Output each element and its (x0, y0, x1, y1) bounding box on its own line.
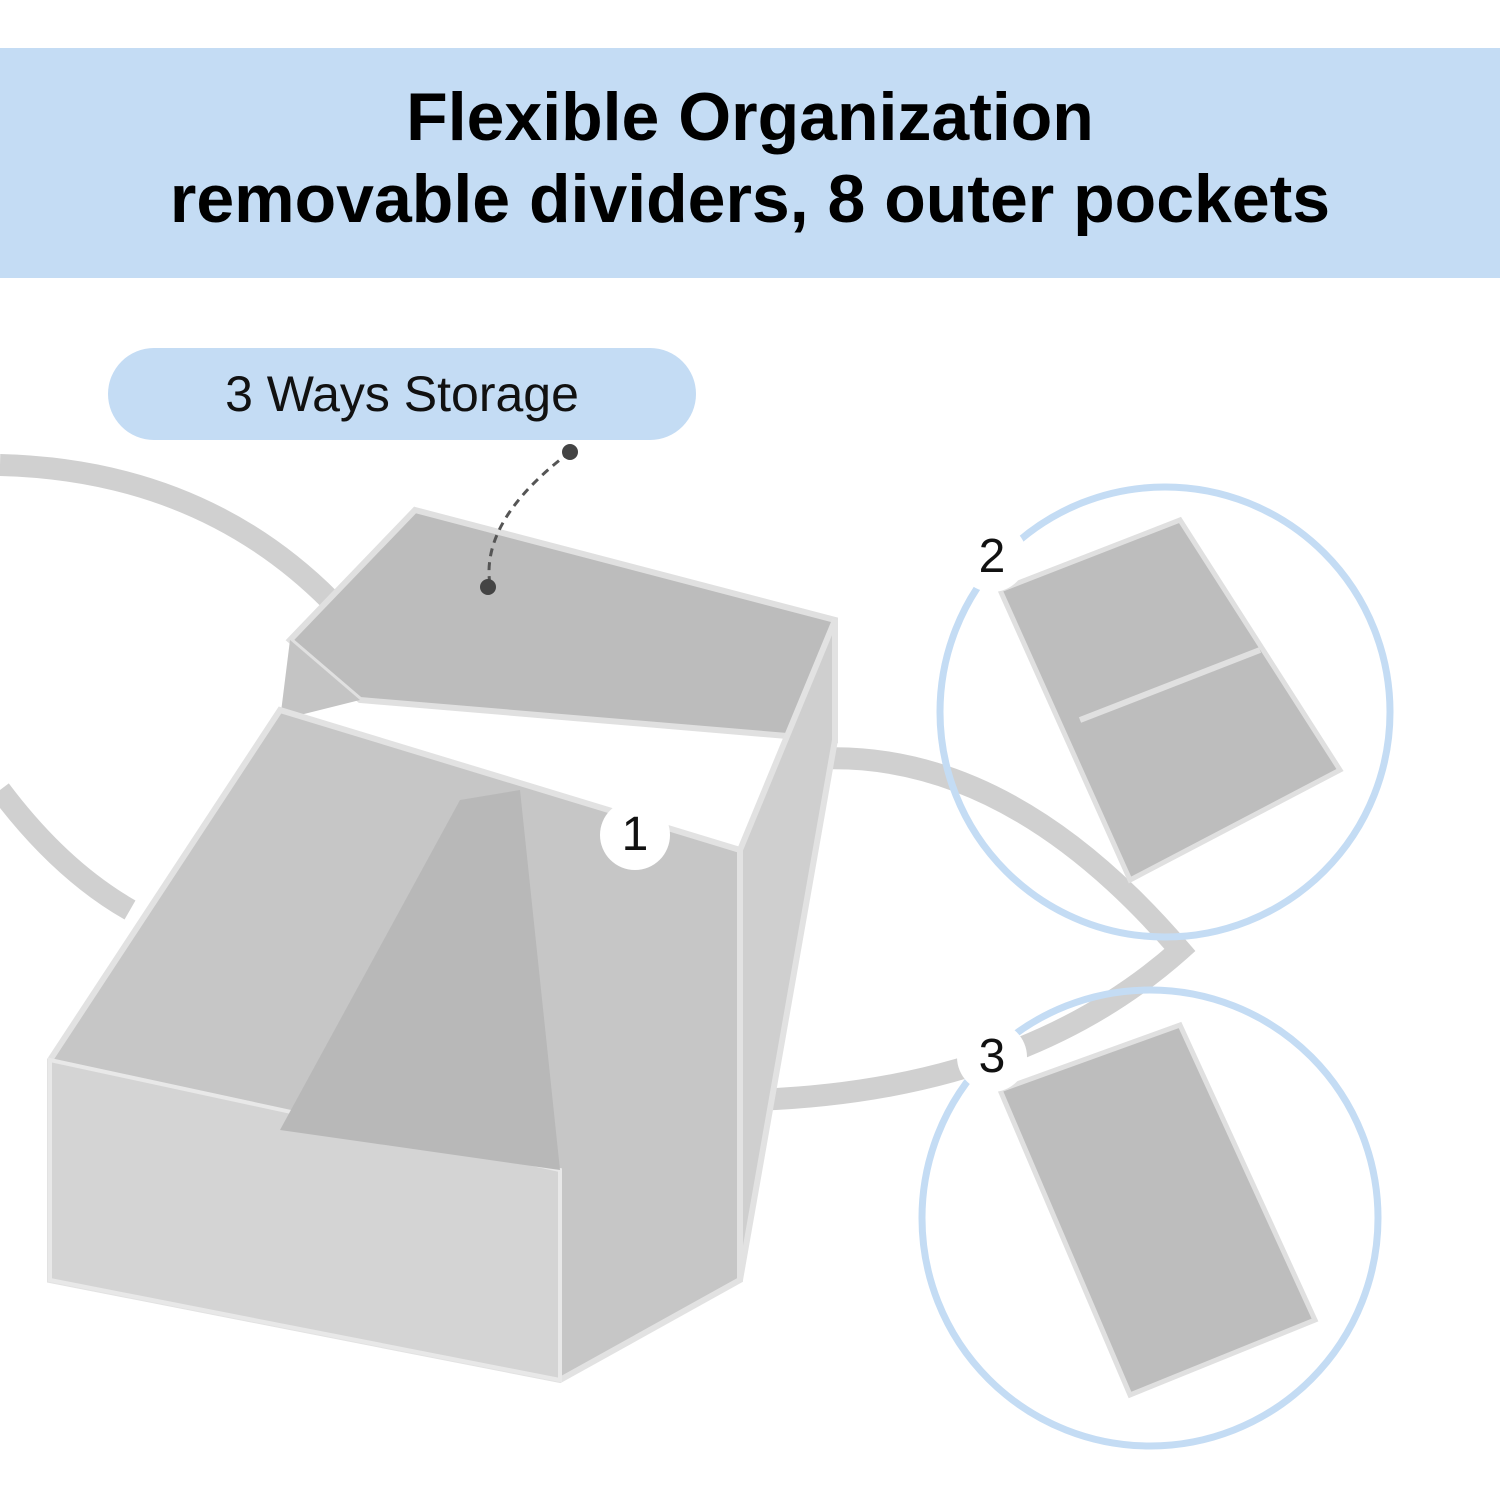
option-3-circle (918, 986, 1382, 1450)
marker-3: 3 (957, 1022, 1027, 1092)
option-2-circle (936, 483, 1394, 941)
callout-label: 3 Ways Storage (108, 348, 696, 440)
header-banner (0, 48, 1500, 278)
title: Flexible Organization (406, 79, 1094, 155)
marker-1: 1 (600, 800, 670, 870)
subtitle: removable dividers, 8 outer pockets (169, 161, 1331, 237)
marker-2: 2 (957, 522, 1027, 592)
